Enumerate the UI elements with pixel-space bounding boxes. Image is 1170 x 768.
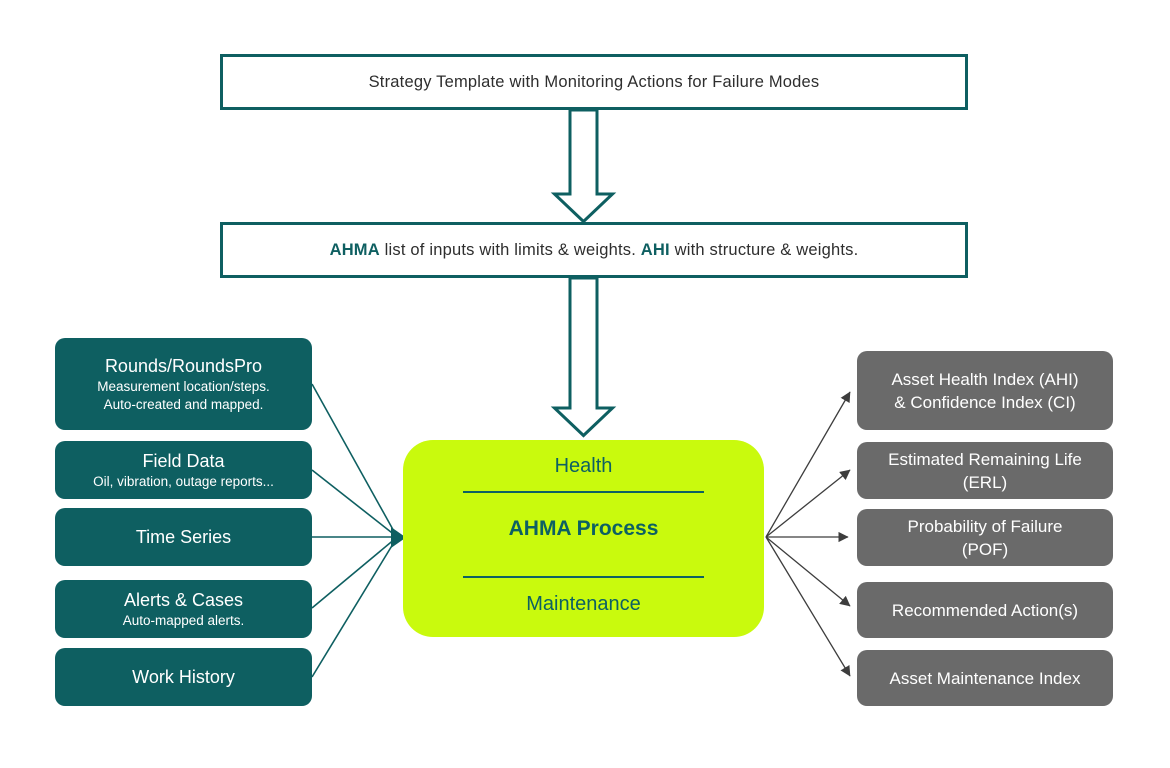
strategy-template-label: Strategy Template with Monitoring Action…: [368, 72, 820, 91]
output-label-line: (POF): [961, 539, 1009, 559]
output-label-line: Asset Maintenance Index: [889, 668, 1081, 688]
output-label-line: (ERL): [962, 472, 1008, 492]
strategy-template-box: Strategy Template with Monitoring Action…: [220, 54, 968, 110]
input-subtitle: Measurement location/steps.: [97, 379, 270, 394]
input-connector-line: [311, 538, 397, 678]
ahma-process-box: Health AHMA Process Maintenance: [403, 440, 764, 637]
config-text-2: with structure & weights.: [669, 240, 859, 259]
input-subtitle: Auto-created and mapped.: [103, 397, 264, 412]
input-subtitle: Auto-mapped alerts.: [122, 613, 245, 628]
output-label-line: Recommended Action(s): [891, 600, 1079, 620]
input-title: Work History: [132, 667, 235, 687]
input-box-work-history: Work History: [55, 648, 312, 706]
maintenance-label: Maintenance: [526, 593, 641, 615]
input-subtitle: Oil, vibration, outage reports...: [93, 474, 274, 489]
output-box-erl: Estimated Remaining Life (ERL): [857, 442, 1113, 499]
config-text-1: list of inputs with limits & weights.: [379, 240, 641, 259]
output-label-line: & Confidence Index (CI): [894, 392, 1076, 412]
input-title: Time Series: [135, 527, 232, 547]
ahma-acronym: AHMA: [329, 240, 380, 259]
input-box-field-data: Field Data Oil, vibration, outage report…: [55, 441, 312, 499]
input-connector-line: [311, 469, 397, 537]
input-box-alerts-cases: Alerts & Cases Auto-mapped alerts.: [55, 580, 312, 638]
output-connector-arrow: [765, 469, 851, 538]
health-label: Health: [554, 455, 613, 477]
output-connector-arrow: [765, 536, 851, 607]
output-box-recommended-actions: Recommended Action(s): [857, 582, 1113, 638]
output-label-line: Estimated Remaining Life: [888, 449, 1082, 469]
input-connector-line: [311, 383, 397, 536]
input-title: Field Data: [142, 451, 225, 471]
output-label-line: Asset Health Index (AHI): [891, 369, 1079, 389]
output-connector-lines: [765, 391, 851, 677]
divider-line: [463, 491, 704, 493]
divider-line: [463, 576, 704, 578]
output-box-ahi-ci: Asset Health Index (AHI) & Confidence In…: [857, 351, 1113, 430]
output-connector-arrow: [765, 391, 851, 538]
ahi-acronym: AHI: [640, 240, 670, 259]
ahma-config-box: AHMA list of inputs with limits & weight…: [220, 222, 968, 278]
output-box-pof: Probability of Failure (POF): [857, 509, 1113, 566]
ahma-process-title: AHMA Process: [508, 517, 659, 540]
input-box-rounds: Rounds/RoundsPro Measurement location/st…: [55, 338, 312, 430]
input-convergence-arrowhead: [391, 527, 406, 548]
input-box-time-series: Time Series: [55, 508, 312, 566]
down-arrow-2: [550, 276, 617, 438]
input-connector-lines: [311, 383, 397, 678]
output-box-asset-maintenance-index: Asset Maintenance Index: [857, 650, 1113, 706]
down-arrow-1: [550, 108, 617, 224]
input-title: Rounds/RoundsPro: [104, 356, 263, 376]
output-label-line: Probability of Failure: [907, 516, 1063, 536]
output-connector-arrow: [765, 536, 851, 677]
input-connector-line: [311, 537, 397, 609]
input-title: Alerts & Cases: [123, 590, 244, 610]
